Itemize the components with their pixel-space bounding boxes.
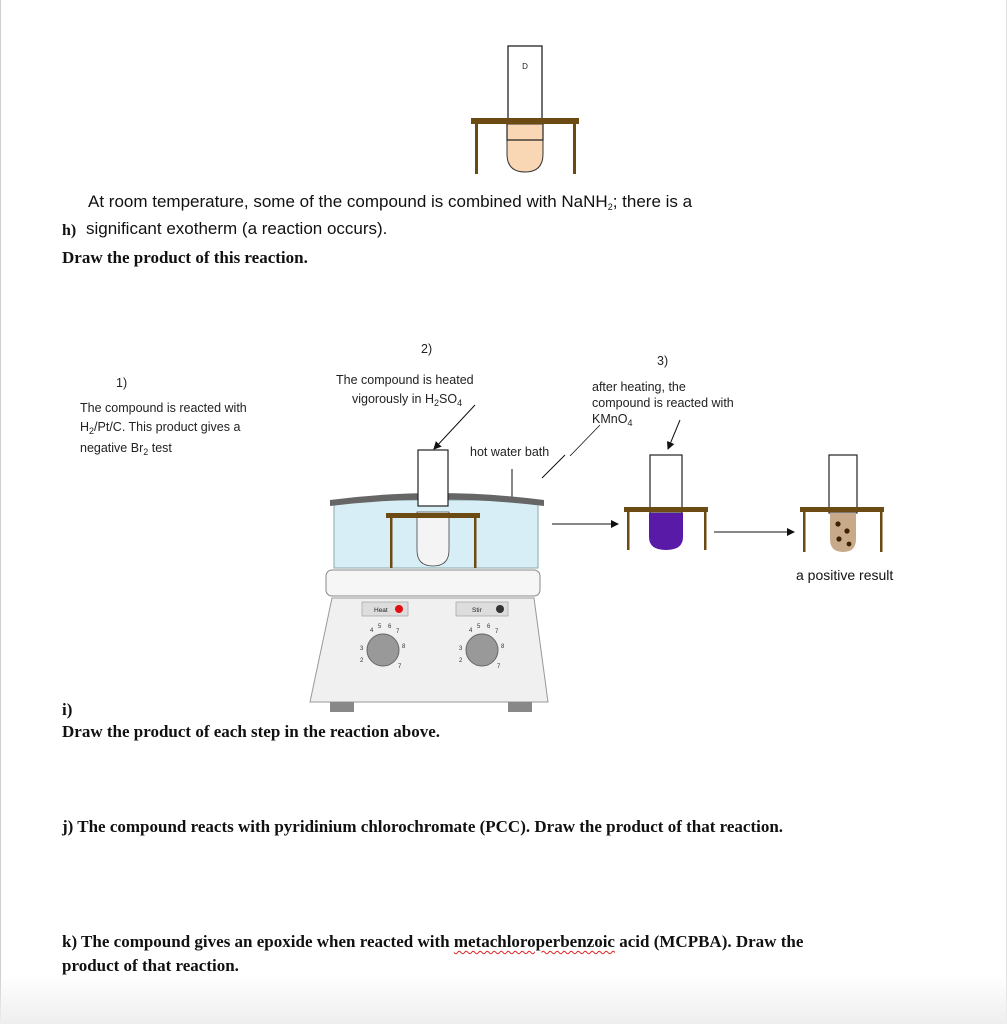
svg-text:2: 2 — [360, 658, 364, 664]
hotplate-top — [325, 569, 541, 597]
stir-indicator — [496, 605, 504, 613]
page-left-edge — [0, 0, 1, 1024]
step2-number: 2) — [421, 342, 433, 356]
tube-d-bulb — [506, 123, 544, 173]
step3-line3: KMnO4 — [592, 412, 633, 428]
svg-text:7: 7 — [396, 629, 400, 635]
step3-line1: after heating, the — [592, 380, 686, 394]
step3-number: 3) — [657, 354, 669, 368]
step1-number: 1) — [116, 376, 128, 390]
step1-line2: H2/Pt/C. This product gives a — [80, 420, 241, 436]
heat-label: Heat — [374, 607, 388, 614]
tube-d-label: D — [522, 62, 528, 71]
step1-line1: The compound is reacted with — [80, 401, 247, 415]
svg-text:6: 6 — [487, 624, 491, 630]
svg-text:5: 5 — [477, 624, 481, 630]
svg-text:5: 5 — [378, 624, 382, 630]
k-question-line1: k) The compound gives an epoxide when re… — [62, 932, 804, 951]
svg-text:7: 7 — [398, 664, 402, 670]
step3-pointer-arrow — [666, 419, 681, 450]
svg-text:3: 3 — [459, 646, 463, 652]
tube-d-apparatus: D — [471, 45, 579, 174]
svg-text:8: 8 — [402, 644, 406, 650]
step3-line2: compound is reacted with — [592, 396, 734, 410]
step2-line1: The compound is heated — [336, 373, 474, 387]
svg-text:2: 2 — [459, 658, 463, 664]
k-question-line2: product of that reaction. — [62, 956, 239, 975]
svg-text:6: 6 — [388, 624, 392, 630]
stir-label: Stir — [472, 607, 483, 614]
h-instruction: Draw the product of this reaction. — [62, 248, 308, 267]
stand-right-leg — [573, 124, 576, 174]
positive-result-label: a positive result — [796, 567, 894, 583]
stand-left-leg — [475, 124, 478, 174]
svg-text:7: 7 — [497, 664, 501, 670]
bath-tube-bulb — [416, 511, 450, 567]
k-spellcheck-term: metachloroperbenzoic — [453, 932, 615, 951]
svg-text:4: 4 — [370, 628, 374, 634]
h-line1: At room temperature, some of the compoun… — [88, 192, 693, 212]
heat-panel — [361, 601, 409, 617]
i-instruction: Draw the product of each step in the rea… — [62, 722, 441, 741]
stand-top-bar — [471, 118, 579, 124]
j-question: j) The compound reacts with pyridinium c… — [62, 817, 784, 836]
svg-text:3: 3 — [360, 646, 364, 652]
heat-indicator — [395, 605, 403, 613]
stir-panel — [455, 601, 509, 617]
tube-d-upper — [507, 45, 543, 121]
hot-water-bath-label: hot water bath — [470, 445, 550, 459]
i-marker: i) — [62, 700, 73, 719]
h-line2: significant exotherm (a reaction occurs)… — [86, 219, 388, 238]
hotplate-body — [309, 597, 549, 703]
step2-pointer-arrow — [433, 404, 476, 450]
result-tube-bulb — [830, 513, 856, 552]
stir-knob — [465, 633, 499, 667]
step1-pointer-line — [569, 424, 601, 457]
step2-line2: vigorously in H2SO4 — [352, 392, 463, 408]
bottom-shadow — [0, 976, 1007, 1024]
hot-water-bath-line — [541, 454, 566, 479]
svg-text:4: 4 — [469, 628, 473, 634]
kmno4-tube-bulb — [649, 513, 683, 550]
svg-text:7: 7 — [495, 629, 499, 635]
heat-knob — [366, 633, 400, 667]
svg-text:8: 8 — [501, 644, 505, 650]
h-marker: h) — [62, 222, 77, 239]
step1-line3: negative Br2 test — [80, 441, 172, 457]
